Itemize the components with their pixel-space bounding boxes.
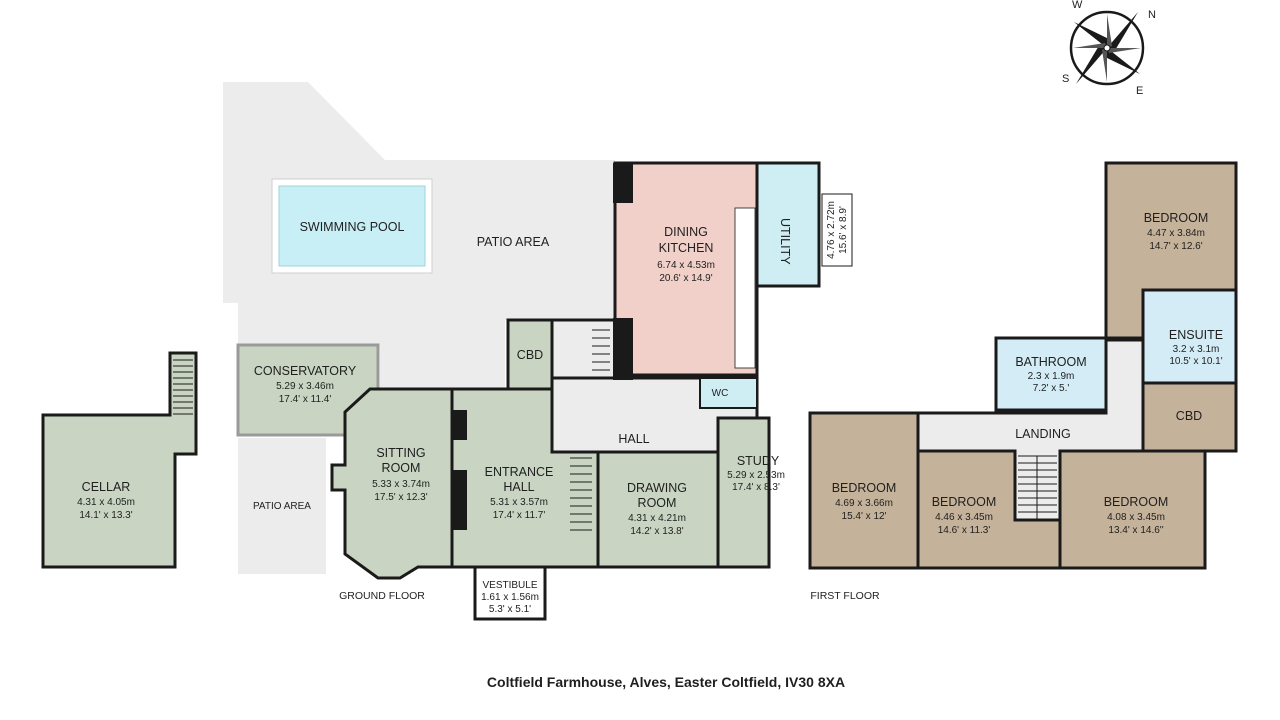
dining-kitchen	[613, 161, 759, 377]
bathroom-metric: 2.3 x 1.9m	[1028, 371, 1075, 382]
ensuite-metric: 3.2 x 3.1m	[1173, 344, 1220, 355]
utility-dimension-box	[821, 193, 853, 267]
utility-imperial: 15.6' x 8.9'	[838, 206, 849, 254]
bedroom-right	[1058, 449, 1207, 570]
conservatory-label: CONSERVATORY	[254, 364, 357, 378]
dining-kitchen-label-2: KITCHEN	[659, 241, 714, 255]
cellar	[41, 351, 198, 569]
sitting-room-label-2: ROOM	[382, 461, 421, 475]
ensuite	[1141, 288, 1238, 385]
vestibule	[473, 565, 547, 621]
bedroom-top-imperial: 14.7' x 12.6'	[1149, 241, 1202, 252]
vestibule-metric: 1.61 x 1.56m	[481, 592, 539, 603]
drawing-room-label-2: ROOM	[638, 496, 677, 510]
landing-label: LANDING	[1015, 427, 1071, 441]
bathroom-imperial: 7.2' x 5.'	[1033, 383, 1070, 394]
kitchen-units	[734, 207, 756, 369]
hall-label: HALL	[618, 432, 649, 446]
study-imperial: 17.4' x 8.3'	[732, 482, 780, 493]
study-metric: 5.29 x 2.53m	[727, 470, 785, 481]
conservatory-metric: 5.29 x 3.46m	[276, 381, 334, 392]
entrance-hall-label-1: ENTRANCE	[485, 465, 554, 479]
bedroom-right-label: BEDROOM	[1104, 495, 1169, 509]
bathroom	[994, 336, 1108, 412]
swimming-pool	[278, 185, 426, 267]
bedroom-middle-imperial: 14.6' x 11.3'	[938, 525, 991, 536]
cellar-metric: 4.31 x 4.05m	[77, 497, 135, 508]
cellar-imperial: 14.1' x 13.3'	[79, 510, 132, 521]
dining-kitchen-label-1: DINING	[664, 225, 708, 239]
property-address: Coltfield Farmhouse, Alves, Easter Coltf…	[487, 674, 845, 690]
bedroom-right-metric: 4.08 x 3.45m	[1107, 512, 1165, 523]
compass-e: E	[1136, 85, 1143, 97]
wc-label: WC	[712, 388, 729, 399]
first-floor-label: FIRST FLOOR	[810, 590, 880, 602]
cellar-label: CELLAR	[82, 480, 131, 494]
vestibule-label: VESTIBULE	[482, 580, 537, 591]
study-label: STUDY	[737, 454, 780, 468]
bedroom-top-metric: 4.47 x 3.84m	[1147, 228, 1205, 239]
drawing-room	[596, 450, 720, 569]
cbd-ground-label: CBD	[517, 348, 543, 362]
bedroom-top-label: BEDROOM	[1144, 211, 1209, 225]
cbd-first	[1141, 381, 1238, 453]
ensuite-label: ENSUITE	[1169, 328, 1223, 342]
bedroom-middle-metric: 4.46 x 3.45m	[935, 512, 993, 523]
conservatory-imperial: 17.4' x 11.4'	[279, 394, 332, 405]
first-floor-stairs	[1018, 455, 1057, 520]
dining-kitchen-imperial: 20.6' x 14.9'	[659, 273, 712, 284]
bedroom-left-metric: 4.69 x 3.66m	[835, 498, 893, 509]
chimney-block	[613, 163, 633, 203]
bedroom-middle-label: BEDROOM	[932, 495, 997, 509]
utility-label: UTILITY	[778, 218, 792, 265]
dining-kitchen-metric: 6.74 x 4.53m	[657, 260, 715, 271]
compass: N E S W	[1062, 0, 1156, 97]
patio-area-side-label: PATIO AREA	[253, 501, 311, 512]
ground-floor	[41, 161, 853, 621]
utility-room	[755, 161, 821, 288]
compass-w: W	[1072, 0, 1083, 11]
sitting-room-metric: 5.33 x 3.74m	[372, 479, 430, 490]
utility-metric: 4.76 x 2.72m	[826, 201, 837, 259]
compass-s: S	[1062, 73, 1069, 85]
ground-floor-label: GROUND FLOOR	[339, 590, 425, 602]
chimney-block	[452, 410, 467, 440]
bedroom-right-imperial: 13.4' x 14.6''	[1108, 525, 1163, 536]
first-floor	[808, 161, 1238, 570]
entrance-hall-label-2: HALL	[503, 480, 534, 494]
drawing-room-metric: 4.31 x 4.21m	[628, 513, 686, 524]
cbd-ground	[506, 318, 554, 391]
chimney-block	[452, 470, 467, 530]
patio-area-side	[238, 438, 326, 574]
compass-n: N	[1148, 9, 1156, 21]
bathroom-label: BATHROOM	[1015, 355, 1086, 369]
entrance-hall-metric: 5.31 x 3.57m	[490, 497, 548, 508]
drawing-room-label-1: DRAWING	[627, 481, 687, 495]
entrance-hall-imperial: 17.4' x 11.7'	[493, 510, 546, 521]
sitting-room-label-1: SITTING	[376, 446, 425, 460]
swimming-pool-label: SWIMMING POOL	[300, 220, 405, 234]
cbd-first-label: CBD	[1176, 409, 1202, 423]
bedroom-left-imperial: 15.4' x 12'	[842, 511, 887, 522]
room-labels: SWIMMING POOL PATIO AREA PATIO AREA DINI…	[77, 201, 1223, 690]
study	[716, 416, 771, 569]
cellar-stairs	[173, 359, 193, 415]
sitting-room-imperial: 17.5' x 12.3'	[374, 492, 427, 503]
bedroom-left-label: BEDROOM	[832, 481, 897, 495]
vestibule-imperial: 5.3' x 5.1'	[489, 604, 531, 615]
wc	[699, 377, 758, 409]
chimney-block	[613, 318, 633, 380]
drawing-room-imperial: 14.2' x 13.8'	[630, 526, 683, 537]
patio-area-label: PATIO AREA	[477, 235, 550, 249]
ensuite-imperial: 10.5' x 10.1'	[1169, 356, 1222, 367]
